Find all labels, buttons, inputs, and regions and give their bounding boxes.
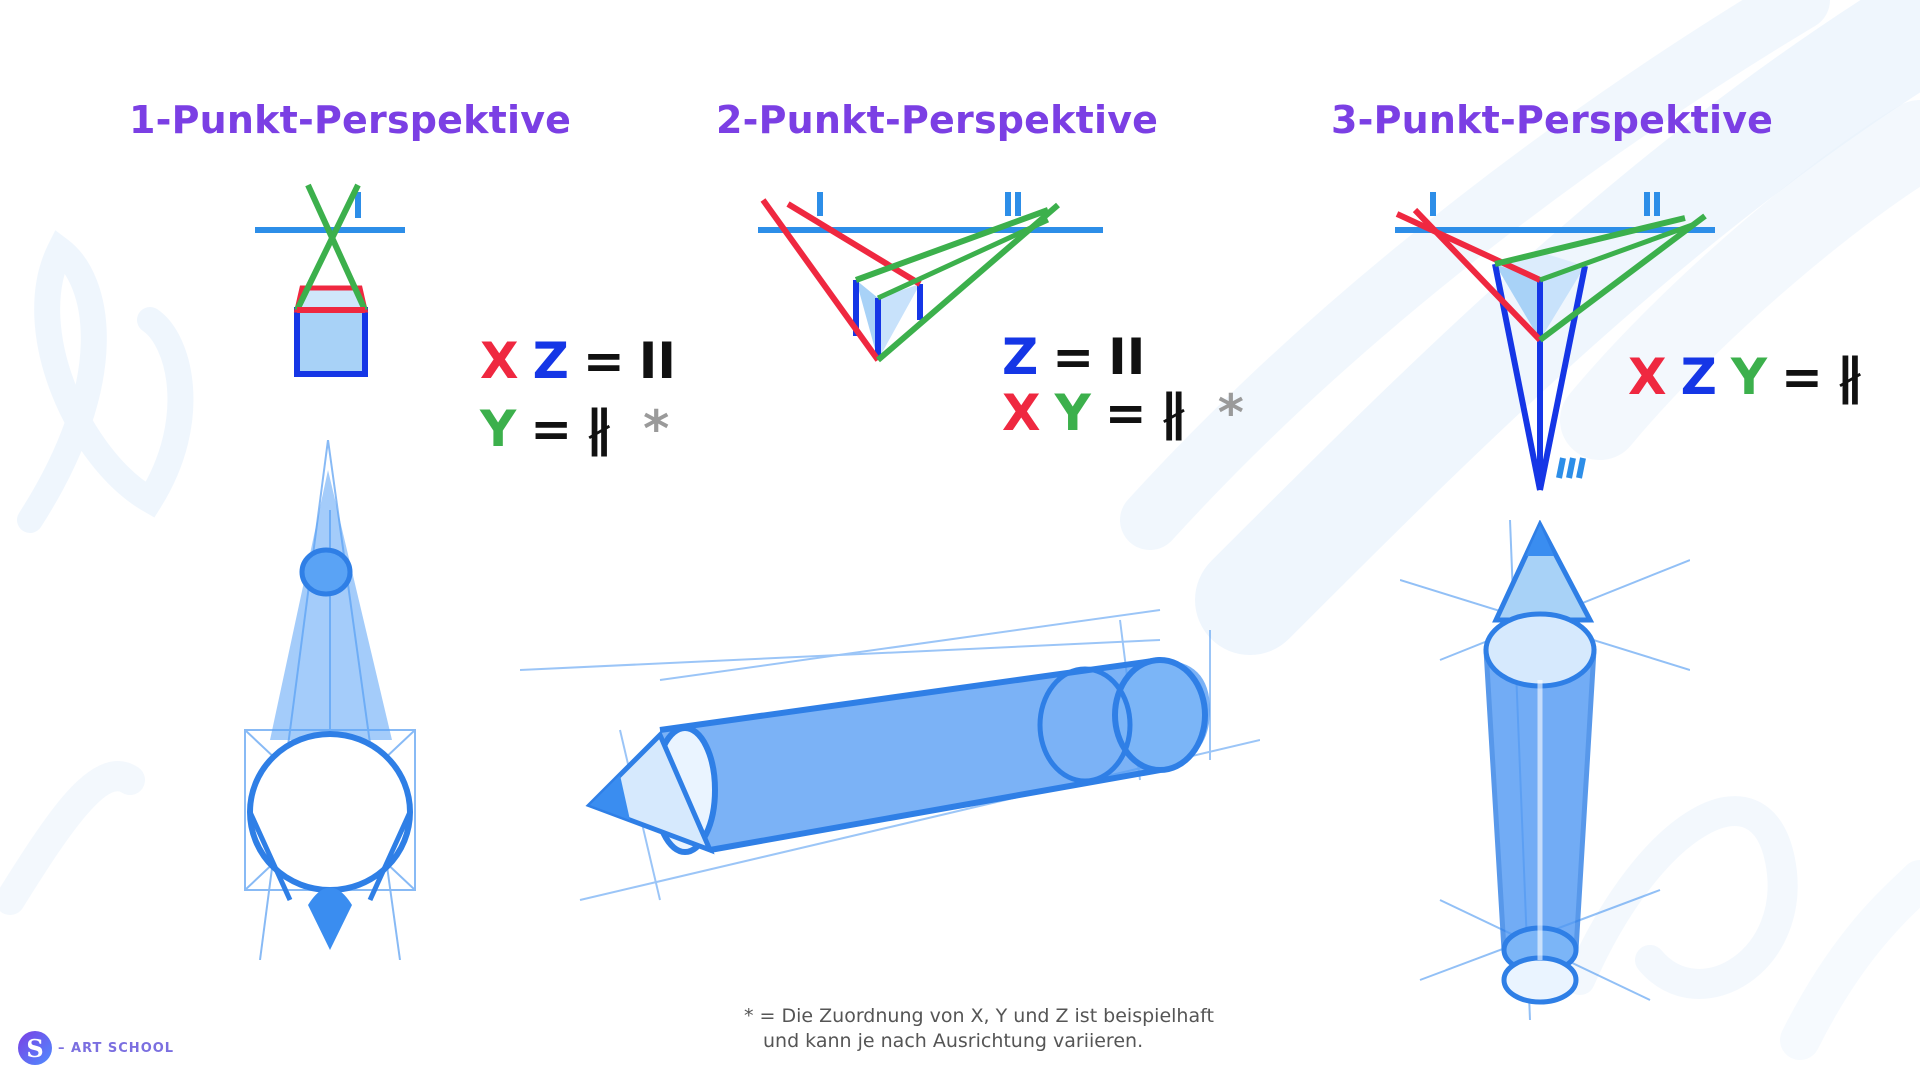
footnote: * = Die Zuordnung von X, Y und Z ist bei… <box>744 1004 1214 1054</box>
asterisk: * <box>1217 384 1244 442</box>
y-axis-line <box>1539 221 1696 283</box>
pencil-end-cap <box>1112 657 1208 773</box>
right-face <box>878 284 920 360</box>
pencil-sketch-one-point <box>244 440 416 960</box>
pencil-wood-section <box>1483 611 1597 689</box>
y-axis-line <box>1494 215 1686 267</box>
x-axis-line <box>1395 211 1542 283</box>
not-parallel-symbol: ∦ <box>1836 348 1862 406</box>
formula-one-point-line2: Y=∦* <box>480 404 683 454</box>
y-axis-line <box>305 183 368 312</box>
asterisk: * <box>643 400 670 458</box>
equals-sign: = <box>1052 328 1095 386</box>
x-label: X <box>1628 348 1667 406</box>
brand: S – ART SCHOOL <box>18 1031 174 1065</box>
y-axis-line <box>294 183 361 312</box>
z-label: Z <box>1680 348 1717 406</box>
equals-sign: = <box>1781 348 1823 406</box>
front-face <box>294 307 368 377</box>
vp3-mark <box>1556 457 1566 479</box>
diagram-one-point-box: I <box>255 183 405 377</box>
footnote-line-2: und kann je nach Ausrichtung variieren. <box>763 1030 1144 1052</box>
y-axis-line <box>854 207 1050 283</box>
left-face <box>856 280 878 360</box>
x-axis-line <box>786 201 922 287</box>
parallel-symbol: II <box>1108 328 1146 386</box>
z-axis-line <box>1537 265 1588 491</box>
diagram-two-point-box <box>758 192 1103 363</box>
pencil-ferrule <box>299 547 353 597</box>
parallel-symbol: II <box>638 332 676 390</box>
equals-sign: = <box>530 400 573 458</box>
formula-two-point-line1: Z=II <box>1002 332 1159 382</box>
not-parallel-symbol: ∦ <box>586 400 612 458</box>
pencil-ferrule <box>1037 666 1133 784</box>
pencil-sketch-three-point <box>1400 520 1690 1020</box>
footnote-line-1: * = Die Zuordnung von X, Y und Z ist bei… <box>744 1005 1214 1027</box>
brand-logo-icon: S <box>18 1031 52 1065</box>
y-axis-line <box>1538 213 1707 343</box>
y-label: Y <box>480 400 517 458</box>
pencil-lead <box>590 775 630 820</box>
x-label: X <box>1002 384 1041 442</box>
equals-sign: = <box>582 332 625 390</box>
pencil-lead-tip <box>308 887 352 950</box>
brand-name: – ART SCHOOL <box>58 1040 175 1056</box>
vp3-mark <box>1576 457 1586 479</box>
pencil-cone <box>270 470 392 740</box>
x-axis-line <box>1412 207 1543 343</box>
heading-one-point: 1-Punkt-Perspektive <box>129 98 572 142</box>
right-face <box>1540 266 1585 340</box>
heading-three-point: 3-Punkt-Perspektive <box>1331 98 1774 142</box>
x-axis-line <box>760 198 881 362</box>
equals-sign: = <box>1104 384 1147 442</box>
pencil-sketch-two-point <box>520 609 1260 901</box>
y-label: Y <box>1054 384 1091 442</box>
vp1-label: I <box>372 215 373 217</box>
heading-two-point: 2-Punkt-Perspektive <box>716 98 1159 142</box>
diagram-three-point-box <box>1395 192 1715 491</box>
pencil-body <box>660 660 1210 850</box>
y-axis-line <box>876 217 1050 301</box>
x-label: X <box>480 332 519 390</box>
not-parallel-symbol: ∦ <box>1160 384 1186 442</box>
z-label: Z <box>1002 328 1039 386</box>
vp3-mark <box>1566 457 1576 479</box>
left-face <box>1495 264 1540 340</box>
z-label: Z <box>532 332 569 390</box>
pencil-tip <box>585 730 715 855</box>
pencil-lead <box>1526 525 1554 556</box>
y-label: Y <box>1730 348 1768 406</box>
